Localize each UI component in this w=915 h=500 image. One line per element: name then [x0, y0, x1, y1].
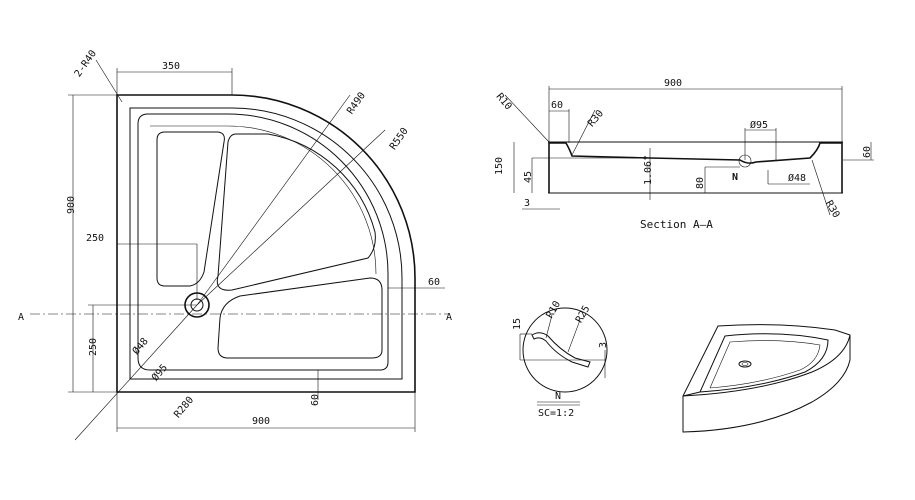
dim-height-900: 900: [66, 196, 77, 214]
dim-height-150: 150: [494, 157, 505, 175]
dim-h15: 15: [512, 318, 523, 330]
dim-drain-95: Ø95: [750, 119, 768, 131]
section-title: Section A–A: [640, 218, 713, 231]
section-dimension-lines: [504, 86, 874, 216]
dim-thickness-3: 3: [524, 198, 530, 209]
section-view: R10 60 R30 900 Ø95 150 45 1.06° 80 N Ø48…: [494, 78, 874, 231]
dim-r280: R280: [172, 395, 196, 421]
dim-r550: R550: [388, 126, 411, 152]
dim-offset-250-v: 250: [88, 338, 99, 356]
iso-drain: [738, 360, 752, 368]
dim-r10: R10: [494, 91, 514, 112]
dim-drain-48: Ø48: [788, 172, 806, 184]
dim-depth-45: 45: [523, 171, 534, 183]
iso-outline: [682, 324, 851, 433]
section-mark-right: A: [446, 312, 452, 323]
dim-drain-95: Ø95: [149, 362, 170, 384]
tray-rim-inner: [129, 107, 403, 380]
tray-outline: [116, 94, 416, 393]
detail-profile: [531, 332, 591, 368]
detail-mark-n: N: [732, 172, 738, 183]
textured-pad-top: [216, 133, 376, 291]
section-profile: [549, 142, 842, 164]
dim-drain-48: Ø48: [130, 335, 151, 357]
dim-length-900: 900: [664, 78, 682, 89]
dim-slope: 1.06°: [643, 155, 654, 185]
detail-circle: [522, 307, 608, 393]
dim-r25: R25: [574, 304, 593, 325]
dim-height-80: 80: [695, 177, 706, 189]
dim-r30-left: R30: [586, 108, 606, 129]
plan-view: 2-R40 350 R490 R550 900 250 60 A A 250 Ø…: [18, 48, 452, 441]
detail-view: 15 R10 R25 3 N SC=1:2: [512, 299, 609, 419]
dim-r490: R490: [345, 90, 368, 116]
dim-rim-60-right: 60: [862, 146, 873, 158]
dim-offset-250-h: 250: [86, 233, 104, 244]
dim-width-350: 350: [162, 61, 180, 72]
dim-corner-radius: 2-R40: [73, 48, 99, 79]
dim-rim-60-right: 60: [428, 277, 440, 288]
dim-r10: R10: [545, 299, 564, 320]
detail-scale: SC=1:2: [538, 408, 574, 419]
dim-width-900: 900: [252, 416, 270, 427]
textured-pad-left: [156, 131, 225, 287]
dim-t3: 3: [598, 342, 609, 348]
tray-basin: [137, 113, 389, 371]
dim-r30-right: R30: [823, 199, 842, 220]
section-mark-left: A: [18, 312, 24, 323]
plan-dimension-lines: [30, 59, 450, 441]
isometric-view: [682, 324, 851, 433]
dim-rim-60-bottom: 60: [310, 394, 321, 406]
textured-pad-bottom: [217, 277, 383, 359]
dim-rim-60: 60: [551, 100, 563, 111]
detail-name: N: [555, 391, 561, 402]
